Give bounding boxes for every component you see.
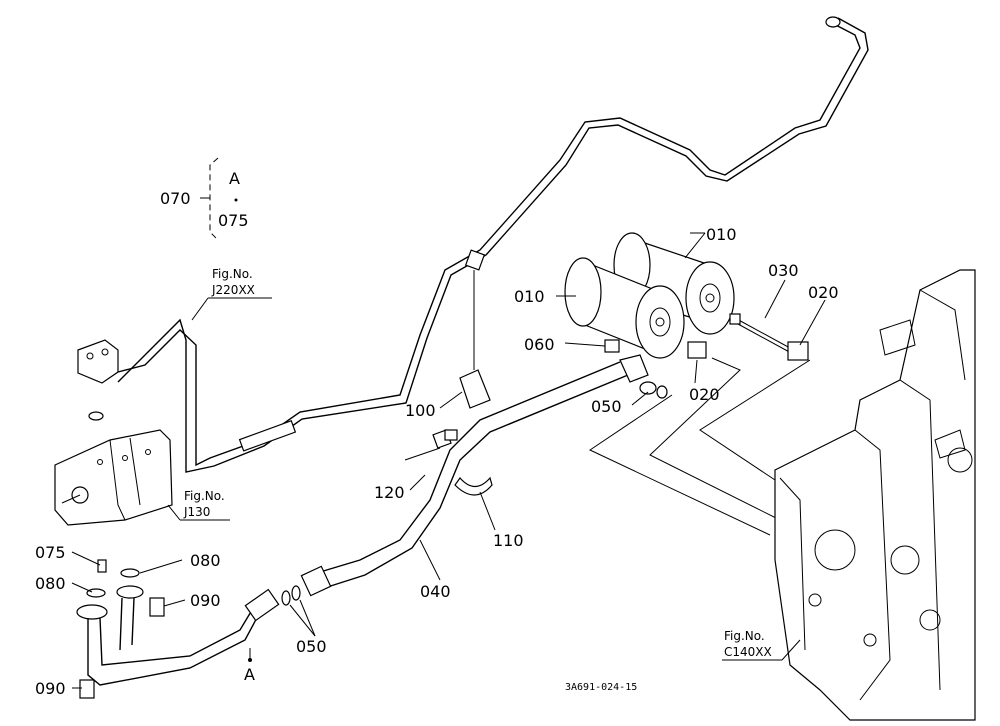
callout-080-right: 080 (190, 551, 221, 570)
callout-050-top: 050 (591, 397, 622, 416)
leader-lines (71, 157, 826, 689)
callout-110: 110 (493, 531, 524, 550)
callout-010-left: 010 (514, 287, 545, 306)
callout-050-bottom: 050 (296, 637, 327, 656)
fig-ref-j220-title: Fig.No. (212, 267, 253, 281)
group-label-070: 070 (160, 189, 191, 208)
callout-100: 100 (405, 401, 436, 420)
drawing-code: 3A691-024-15 (565, 682, 637, 693)
oil-filters (564, 232, 735, 383)
callout-010-top: 010 (706, 225, 737, 244)
callout-090-right: 090 (190, 591, 221, 610)
callout-020-right: 020 (808, 283, 839, 302)
callout-030: 030 (768, 261, 799, 280)
marker-a: A (244, 665, 255, 684)
callout-120: 120 (374, 483, 405, 502)
return-pipe (117, 16, 869, 473)
callout-090-left: 090 (35, 679, 66, 698)
fig-ref-j130-title: Fig.No. (184, 489, 225, 503)
clamps (404, 270, 493, 496)
callout-060: 060 (524, 335, 555, 354)
callout-080-left: 080 (35, 574, 66, 593)
fig-ref-c140-title: Fig.No. (724, 629, 765, 643)
callout-075: 075 (35, 543, 66, 562)
routing-lines (588, 357, 811, 536)
group-top-a: A (229, 169, 240, 188)
hydraulic-pump (54, 339, 173, 526)
group-bottom-075: 075 (218, 211, 249, 230)
callout-040: 040 (420, 582, 451, 601)
hose-040 (281, 361, 629, 606)
suction-pipe-a (87, 588, 280, 686)
fig-ref-c140-code: C140XX (724, 645, 772, 659)
callout-020-mid: 020 (689, 385, 720, 404)
fig-ref-j130-code: J130 (183, 505, 210, 519)
pump-fittings (76, 559, 165, 699)
fig-ref-lines (167, 297, 801, 661)
filter-fittings (604, 313, 809, 399)
transmission-case (774, 269, 976, 721)
fig-ref-j220-code: J220XX (211, 283, 255, 297)
